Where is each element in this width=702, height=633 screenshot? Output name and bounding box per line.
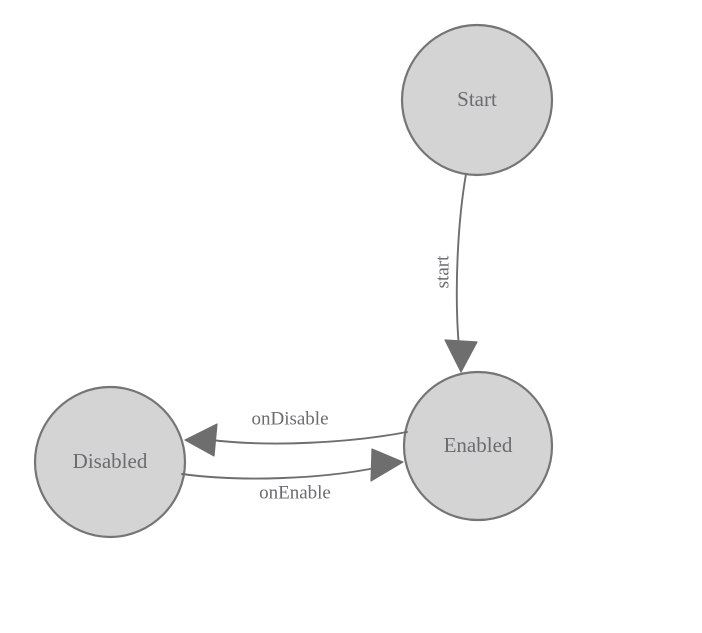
start-node-circle[interactable] <box>400 23 554 177</box>
edge-enabled-to-disabled[interactable]: onDisable <box>184 408 408 457</box>
start-to-enabled-line <box>455 173 467 349</box>
node-enabled[interactable]: Enabled <box>402 370 554 522</box>
enabled-to-disabled-arrowhead <box>184 423 218 457</box>
disabled-node-circle[interactable] <box>33 385 187 539</box>
disabled-to-enabled-line <box>181 467 376 480</box>
start-to-enabled-label: start <box>432 255 453 288</box>
enabled-to-disabled-line <box>210 431 408 445</box>
enabled-to-disabled-label: onDisable <box>251 408 328 429</box>
start-to-enabled-arrowhead <box>444 339 478 373</box>
start-node-label: Start <box>457 87 497 111</box>
disabled-to-enabled-arrowhead <box>370 448 404 482</box>
edge-disabled-to-enabled[interactable]: onEnable <box>181 448 404 503</box>
edge-start-to-enabled[interactable]: start <box>432 173 478 373</box>
node-disabled[interactable]: Disabled <box>33 385 187 539</box>
node-start[interactable]: Start <box>400 23 554 177</box>
disabled-node-label: Disabled <box>73 449 148 473</box>
enabled-node-circle[interactable] <box>402 370 554 522</box>
enabled-node-label: Enabled <box>444 433 513 457</box>
disabled-to-enabled-label: onEnable <box>259 482 331 503</box>
